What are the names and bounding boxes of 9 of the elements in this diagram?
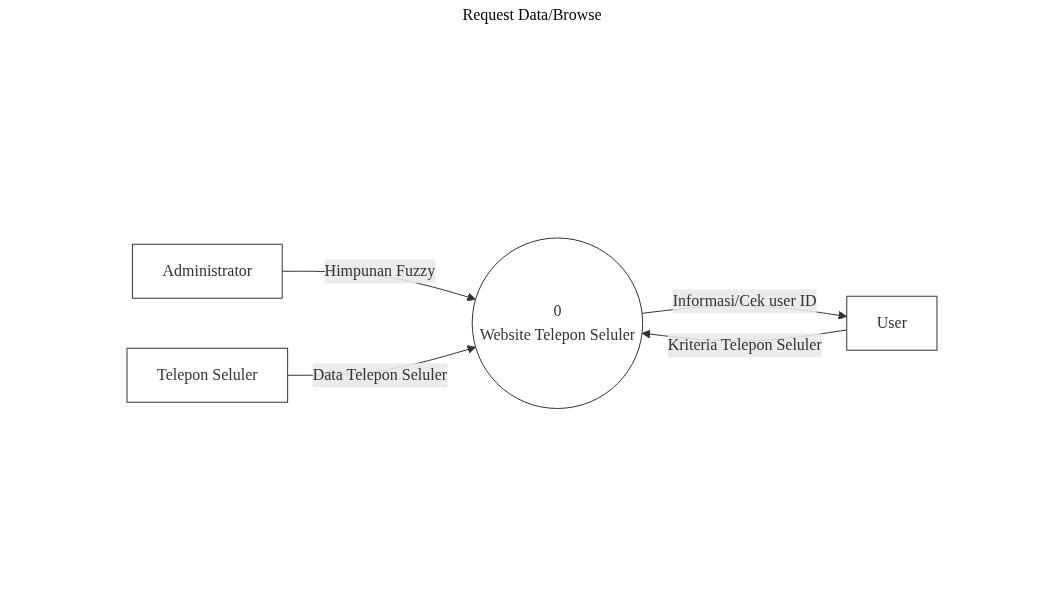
node-box: Telepon Seluler bbox=[126, 347, 289, 403]
flow-label: Request Data/Browse bbox=[462, 6, 602, 24]
node-circle: 0 Website Telepon Seluler bbox=[471, 237, 644, 409]
node-box: User bbox=[846, 295, 938, 351]
edge-label: Data Telepon Seluler bbox=[312, 365, 448, 383]
edge-label: Himpunan Fuzzy bbox=[324, 261, 436, 279]
edge-label: Kriteria Telepon Seluler bbox=[667, 335, 822, 353]
edge-label: Informasi/Cek user ID bbox=[672, 292, 817, 309]
node-box: Administrator bbox=[131, 243, 283, 299]
